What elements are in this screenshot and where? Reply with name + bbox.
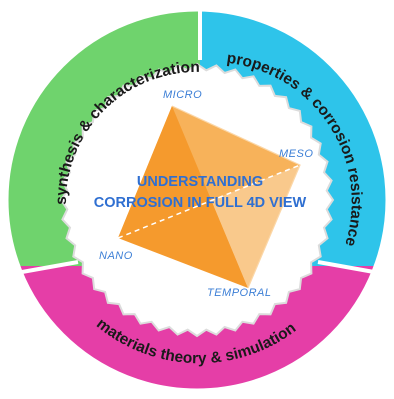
vertex-label-meso: MESO <box>279 148 313 160</box>
tetrahedron <box>117 105 301 289</box>
vertex-label-micro: MICRO <box>163 89 202 101</box>
ring-dividers <box>21 5 375 274</box>
tetrahedron-edges <box>171 105 301 289</box>
ring-outer-border <box>5 8 389 392</box>
vertex-label-temporal: TEMPORAL <box>207 287 272 299</box>
center-title-line-2: CORROSION IN FULL 4D VIEW <box>94 195 307 211</box>
tetrahedron-hidden-edge <box>117 164 301 239</box>
vertex-label-nano: NANO <box>99 250 133 262</box>
center-title-line-1: UNDERSTANDING <box>137 174 263 190</box>
tetrahedron-front-face <box>118 106 248 288</box>
